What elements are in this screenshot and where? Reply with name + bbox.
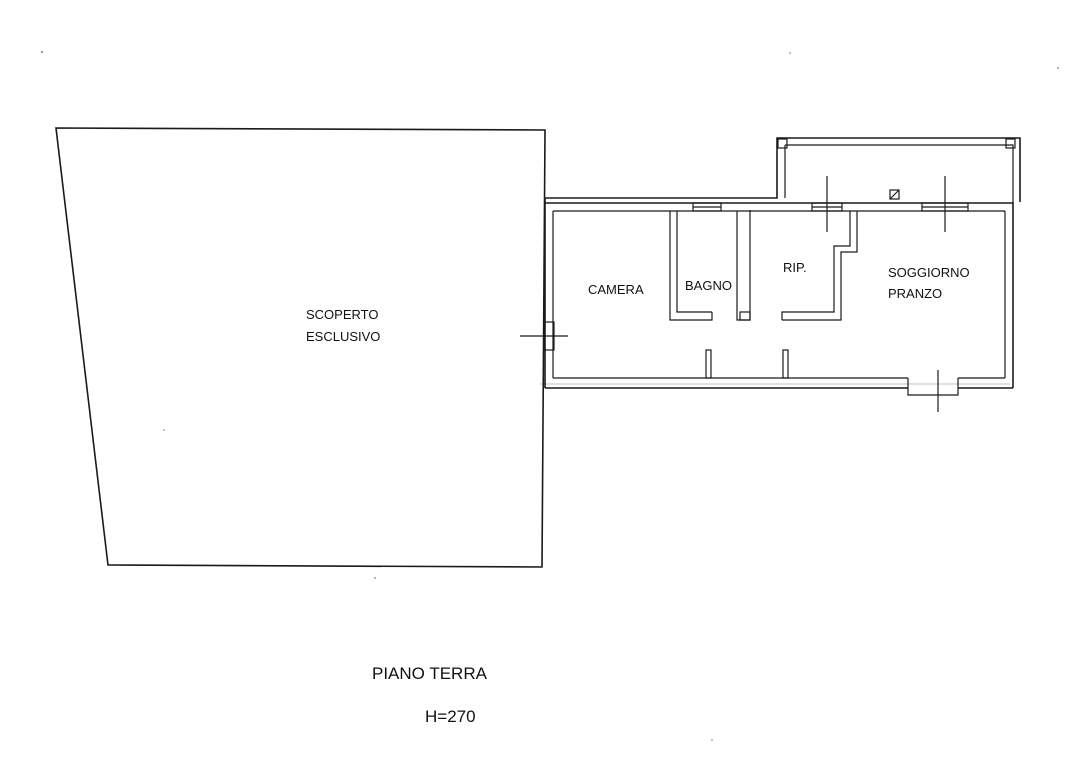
door-markers: [826, 176, 946, 412]
windows: [692, 202, 969, 212]
side-door: [520, 321, 568, 351]
scoperto-esclusivo-area: [55, 127, 546, 568]
label-scoperto-line1: SCOPERTO: [306, 307, 378, 322]
floor-caption: PIANO TERRA: [372, 664, 488, 683]
label-scoperto-line2: ESCLUSIVO: [306, 329, 380, 344]
scan-specks: [41, 51, 1059, 741]
label-soggiorno-line2: PRANZO: [888, 286, 942, 301]
height-caption: H=270: [425, 707, 476, 726]
apartment-outline: [544, 137, 1021, 396]
label-bagno: BAGNO: [685, 278, 732, 293]
label-camera: CAMERA: [588, 282, 644, 297]
interior-partitions: [669, 210, 858, 379]
label-soggiorno-line1: SOGGIORNO: [888, 265, 970, 280]
label-rip: RIP.: [783, 260, 807, 275]
